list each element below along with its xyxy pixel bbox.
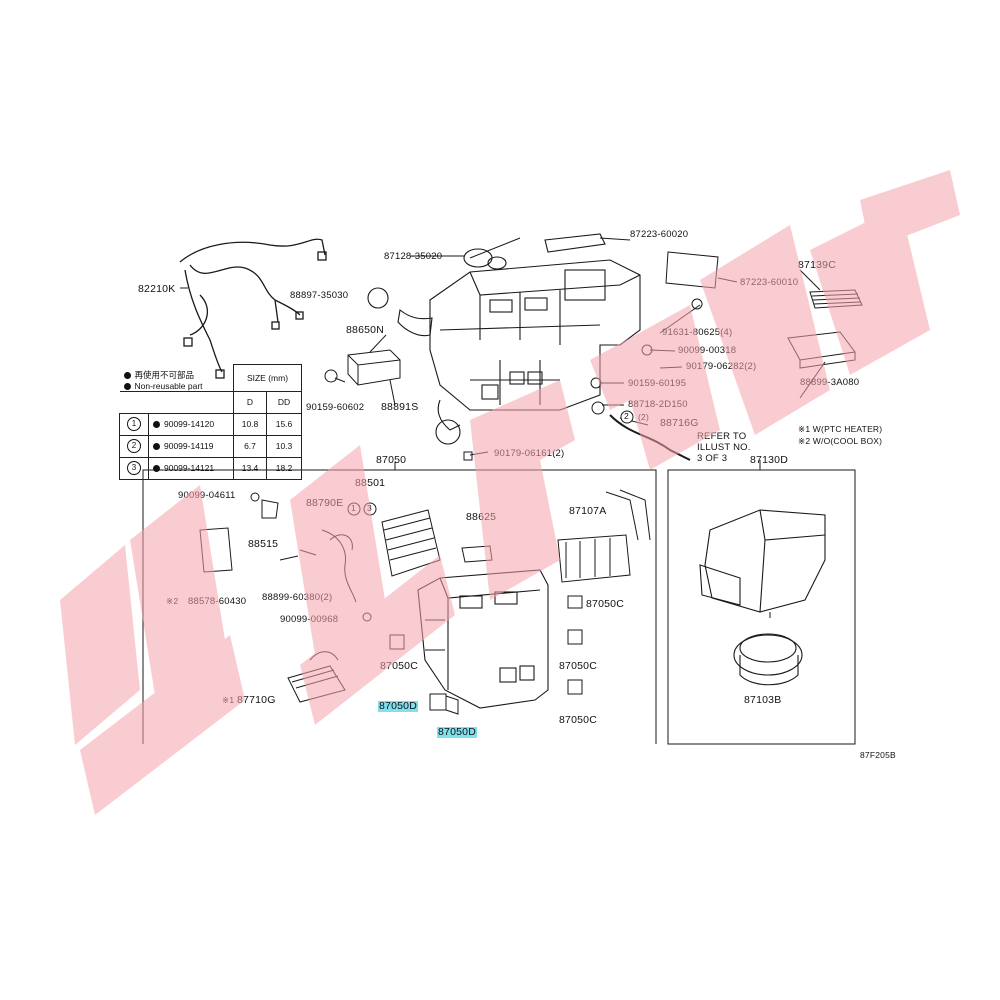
label-88716g: 88716G <box>660 417 699 429</box>
label-87050d-1[interactable]: 87050D <box>378 700 418 712</box>
label-87050d-2[interactable]: 87050D <box>437 726 477 738</box>
col-dd: DD <box>266 390 302 414</box>
label-87103b: 87103B <box>744 694 782 706</box>
non-reusable-dot-icon <box>123 382 131 390</box>
label-refer-3: 3 OF 3 <box>697 453 728 464</box>
size-header: SIZE (mm) <box>233 364 302 392</box>
label-88625: 88625 <box>466 511 497 523</box>
label-90159-60195: 90159-60195 <box>628 378 687 389</box>
legend-jp: 再使用不可部品 <box>123 369 230 381</box>
label-88578: 88578-60430 <box>188 596 247 607</box>
size-table: 再使用不可部品 Non-reusable part SIZE (mm) D DD… <box>119 364 302 480</box>
label-88899-3a080: 88899-3A080 <box>800 377 860 388</box>
label-90099-04611: 90099-04611 <box>178 490 236 501</box>
label-90179-06282: 90179-06282(2) <box>686 361 757 372</box>
non-reusable-dot-icon <box>153 465 160 472</box>
filter-87139c-drawing <box>787 289 863 369</box>
table-row: 3 90099-14121 13.4 18.2 <box>119 456 302 480</box>
label-87050c-2: 87050C <box>380 660 418 672</box>
label-88718: 88718-2D150 <box>628 399 688 410</box>
legend-en: Non-reusable part <box>123 381 230 391</box>
label-87107a: 87107A <box>569 505 607 517</box>
module-88650n-drawing <box>347 349 401 386</box>
table-row: 2 90099-14119 6.7 10.3 <box>119 434 302 458</box>
heater-core-drawing <box>557 489 651 583</box>
non-reusable-dot-icon <box>153 421 160 428</box>
label-87050c-3: 87050C <box>559 660 597 672</box>
note-mark-1: ※1 <box>222 695 235 705</box>
note-mark-2: ※2 <box>166 596 179 606</box>
note-cool-box: ※2 W/O(COOL BOX) <box>798 436 883 446</box>
callout-1: 1 <box>351 503 356 513</box>
label-87050c-4: 87050C <box>559 714 597 726</box>
label-88650n: 88650N <box>346 324 384 336</box>
col-d: D <box>233 390 267 414</box>
ptc-heater-drawing <box>287 665 346 703</box>
label-87710g: 87710G <box>237 694 276 706</box>
non-reusable-dot-icon <box>153 443 160 450</box>
label-88899-60380: 88899-60380(2) <box>262 592 333 603</box>
label-87130d: 87130D <box>750 454 788 466</box>
note-ptc-heater: ※1 W(PTC HEATER) <box>798 424 883 434</box>
label-90179-06161: 90179-06161(2) <box>494 448 565 459</box>
label-refer-2: ILLUST NO. <box>697 442 751 453</box>
wire-harness-drawing <box>179 238 327 379</box>
label-87223-60010: 87223-60010 <box>740 277 799 288</box>
label-90099-00318: 90099-00318 <box>678 345 737 356</box>
callout-2-paren: (2) <box>638 412 649 422</box>
illustration-code: 87F205B <box>860 750 896 760</box>
callout-3: 3 <box>367 503 372 513</box>
lower-unit-drawing <box>417 569 549 709</box>
label-88790e: 88790E <box>306 497 344 509</box>
label-87139c: 87139C <box>798 259 836 271</box>
legend-cell: 再使用不可部品 Non-reusable part <box>119 364 234 392</box>
label-91631: 91631-80625(4) <box>662 327 733 338</box>
box-87130d <box>667 469 856 745</box>
blower-drawing <box>699 509 826 686</box>
non-reusable-dot-icon <box>123 371 131 379</box>
label-90159-60602: 90159-60602 <box>306 402 365 413</box>
filter-88578-drawing <box>199 527 233 573</box>
table-row: 1 90099-14120 10.8 15.6 <box>119 412 302 436</box>
label-refer-1: REFER TO <box>697 431 747 442</box>
label-87223-60020: 87223-60020 <box>630 229 689 240</box>
label-88897: 88897-35030 <box>290 290 349 301</box>
label-88501: 88501 <box>355 477 386 489</box>
label-88891s: 88891S <box>381 401 419 413</box>
label-82210k: 82210K <box>138 283 176 295</box>
label-87050: 87050 <box>376 454 407 466</box>
plate-drawing <box>665 251 719 289</box>
evaporator-drawing <box>381 509 441 577</box>
label-88515: 88515 <box>248 538 279 550</box>
label-87050c-1: 87050C <box>586 598 624 610</box>
label-87128: 87128-35020 <box>384 251 443 262</box>
callout-2: 2 <box>624 411 629 421</box>
label-90099-00968: 90099-00968 <box>280 614 339 625</box>
